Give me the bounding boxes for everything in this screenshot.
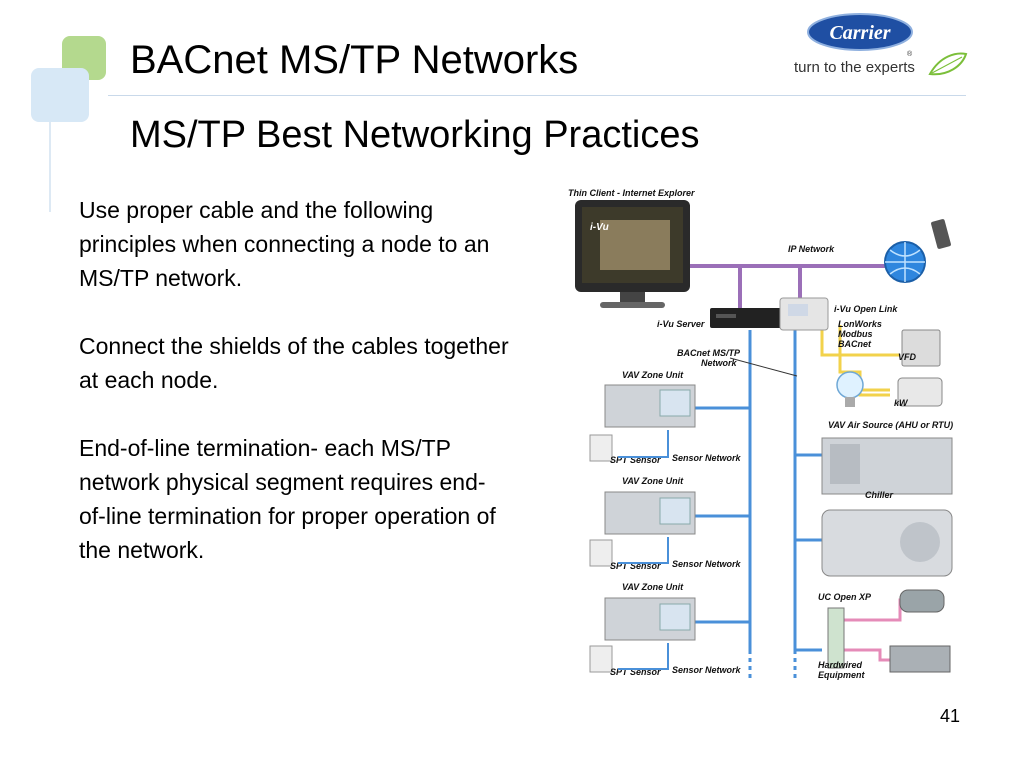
body-text: Use proper cable and the following princ…	[79, 193, 509, 601]
body-paragraph-1: Use proper cable and the following princ…	[79, 197, 490, 291]
ip-network-label: IP Network	[788, 244, 835, 254]
page-number: 41	[940, 706, 961, 726]
valve-icon	[899, 589, 945, 613]
carrier-logo-wordmark: Carrier	[829, 22, 890, 44]
carrier-logo-oval	[807, 13, 913, 51]
bacnet-label: BACnet	[838, 339, 872, 349]
lonworks-label: LonWorks	[838, 319, 882, 329]
leaf-vein-icon	[931, 56, 963, 74]
chiller-icon	[821, 509, 953, 577]
globe-icon	[884, 241, 926, 283]
modbus-label: Modbus	[838, 329, 873, 339]
vav-zone-unit-label: VAV Zone Unit	[622, 370, 684, 380]
mobile-phone-icon	[931, 219, 951, 249]
thin-client-label: Thin Client - Internet Explorer	[568, 188, 695, 198]
carrier-logo: Carrier ® turn to the experts	[794, 13, 968, 76]
uc-open-xp-icon	[827, 607, 845, 669]
monitor-icon	[575, 200, 690, 308]
decorative-vertical-line	[49, 122, 51, 212]
body-paragraph-3: End-of-line termination- each MS/TP netw…	[79, 435, 496, 563]
carrier-logo-registered: ®	[907, 50, 913, 58]
spt-sensor-label: SPT Sensor	[610, 455, 661, 465]
sensor-network-label: Sensor Network	[672, 665, 742, 675]
title-divider	[108, 95, 966, 96]
vav-zone-unit-label: VAV Zone Unit	[622, 476, 684, 486]
hardwired-equipment-icon	[889, 645, 951, 673]
vav-air-source-label: VAV Air Source (AHU or RTU)	[828, 420, 953, 430]
uc-open-xp-label: UC Open XP	[818, 592, 872, 602]
monitor-logo-text: i-Vu	[590, 222, 609, 233]
kw-label: kW	[894, 398, 909, 408]
light-bulb-icon	[836, 371, 864, 407]
hardwired-label-line1: Hardwired	[818, 660, 863, 670]
kw-meter-icon	[897, 377, 943, 407]
carrier-logo-tagline: turn to the experts	[794, 59, 915, 76]
ip-network-lines	[688, 264, 890, 310]
leaf-icon	[928, 52, 968, 76]
vav-zone-unit-3: VAV Zone Unit SPT Sensor Sensor Network	[589, 582, 742, 677]
vfd-label: VFD	[898, 352, 917, 362]
sensor-network-label: Sensor Network	[672, 559, 742, 569]
slide-title: BACnet MS/TP Networks	[130, 38, 579, 82]
mstp-network-lines	[690, 330, 822, 652]
vav-zone-unit-label: VAV Zone Unit	[622, 582, 684, 592]
vfd-icon	[901, 329, 941, 367]
chiller-label: Chiller	[865, 490, 894, 500]
bacnet-mstp-label-line1: BACnet MS/TP	[677, 348, 741, 358]
hardwired-label-line2: Equipment	[818, 670, 866, 680]
bacnet-mstp-label-line2: Network	[701, 358, 738, 368]
spt-sensor-label: SPT Sensor	[610, 667, 661, 677]
ivu-open-link-icon	[779, 297, 829, 331]
vav-zone-unit-2: VAV Zone Unit SPT Sensor Sensor Network	[589, 476, 742, 571]
ivu-server-label: i-Vu Server	[657, 319, 705, 329]
body-paragraph-2: Connect the shields of the cables togeth…	[79, 333, 509, 393]
spt-sensor-label: SPT Sensor	[610, 561, 661, 571]
decorative-blue-square	[31, 68, 89, 122]
mstp-network-continuation	[748, 650, 797, 680]
sensor-network-label: Sensor Network	[672, 453, 742, 463]
vav-zone-unit-1: VAV Zone Unit SPT Sensor Sensor Network	[589, 370, 742, 465]
ivu-open-link-label: i-Vu Open Link	[834, 304, 898, 314]
air-handler-icon	[821, 437, 953, 495]
slide-subtitle: MS/TP Best Networking Practices	[130, 114, 700, 156]
network-diagram: i-Vu Thin Client - Internet Explorer IP …	[568, 188, 953, 680]
ivu-server-icon	[710, 308, 790, 328]
